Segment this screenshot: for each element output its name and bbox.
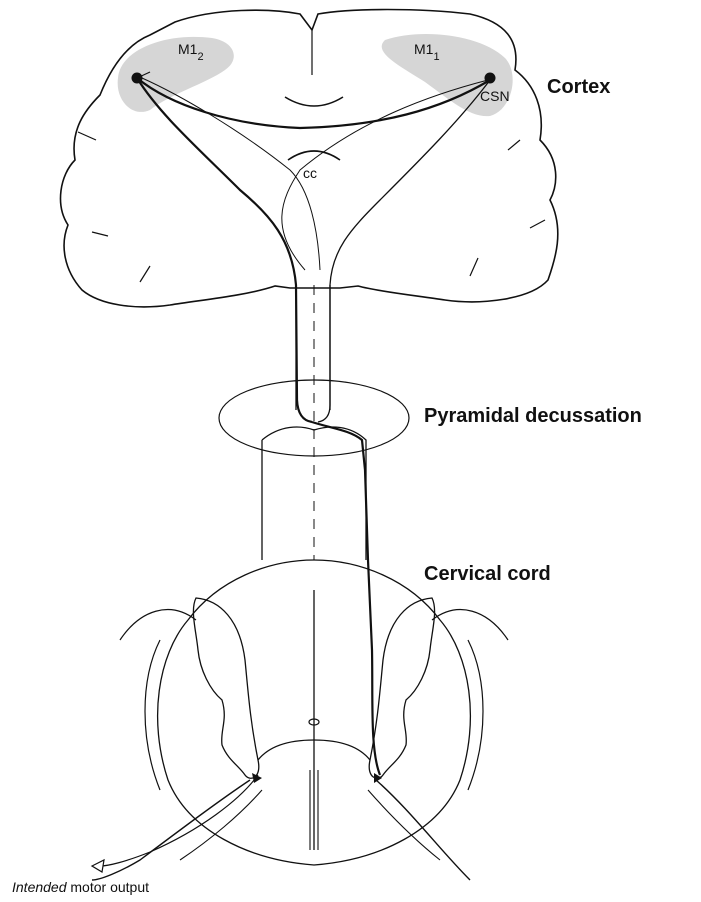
corpus-callosum-label: cc xyxy=(303,165,317,181)
corticospinal-tract-right-shoulder xyxy=(318,80,490,422)
corticospinal-tract xyxy=(137,78,312,422)
csn-label: CSN xyxy=(480,88,510,104)
sulcus xyxy=(470,258,478,276)
ventral-root-right xyxy=(376,780,470,880)
sulcus xyxy=(140,266,150,282)
motor-output-fiber xyxy=(100,775,258,866)
motor-output-arrowhead xyxy=(92,860,104,872)
ventral-root-left xyxy=(92,780,250,880)
cervical-cord-label: Cervical cord xyxy=(424,563,551,585)
sulcus xyxy=(92,232,108,236)
pyramidal-decussation-label: Pyramidal decussation xyxy=(424,405,642,427)
csn-neuron-right xyxy=(485,73,496,84)
sulcus xyxy=(508,140,520,150)
motor-output-caption: Intended motor output xyxy=(12,879,149,895)
crossing-fiber-thin-left xyxy=(142,78,320,270)
sulcus xyxy=(530,220,545,228)
gray-matter xyxy=(193,590,434,850)
ventral-root-right-2 xyxy=(368,790,440,860)
corpus-callosum-arc-upper xyxy=(285,97,343,106)
cortex-label: Cortex xyxy=(547,76,610,98)
sulcus xyxy=(78,132,96,140)
decussating-fiber xyxy=(312,422,380,775)
